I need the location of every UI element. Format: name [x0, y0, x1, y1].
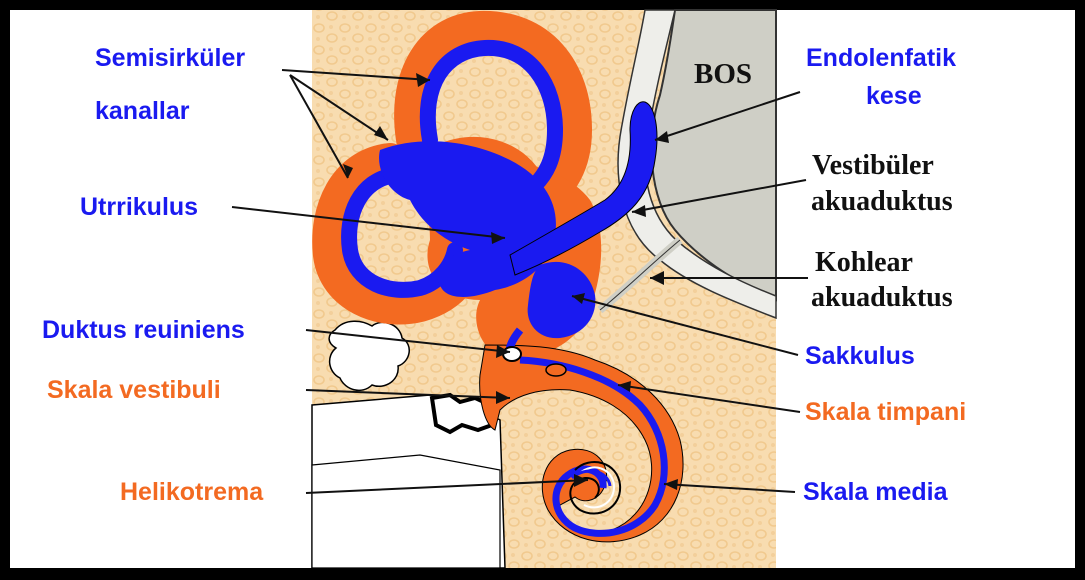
- tympanic-region: [312, 455, 500, 568]
- label-skala-vestibuli: Skala vestibuli: [47, 376, 221, 404]
- label-endolenfatik: Endolenfatik: [806, 44, 956, 72]
- label-helikotrema: Helikotrema: [120, 478, 263, 506]
- label-kohlear: Kohlear: [815, 248, 913, 278]
- label-kese: kese: [866, 82, 922, 110]
- label-semisirkuler: Semisirküler: [95, 44, 245, 72]
- label-vestibuler-akuaduktus: akuaduktus: [811, 187, 953, 217]
- label-kohlear-akuaduktus: akuaduktus: [811, 283, 953, 313]
- label-vestibuler: Vestibüler: [812, 151, 934, 181]
- ductus-reuniens-end: [503, 347, 521, 361]
- label-utrrikulus: Utrrikulus: [80, 193, 198, 221]
- label-kanallar: kanallar: [95, 97, 190, 125]
- cochlea-opening: [546, 364, 566, 376]
- label-sakkulus: Sakkulus: [805, 342, 915, 370]
- label-skala-timpani: Skala timpani: [805, 398, 966, 426]
- label-skala-media: Skala media: [803, 478, 948, 506]
- label-duktus-reuiniens: Duktus reuiniens: [42, 316, 245, 344]
- label-bos: BOS: [694, 58, 752, 91]
